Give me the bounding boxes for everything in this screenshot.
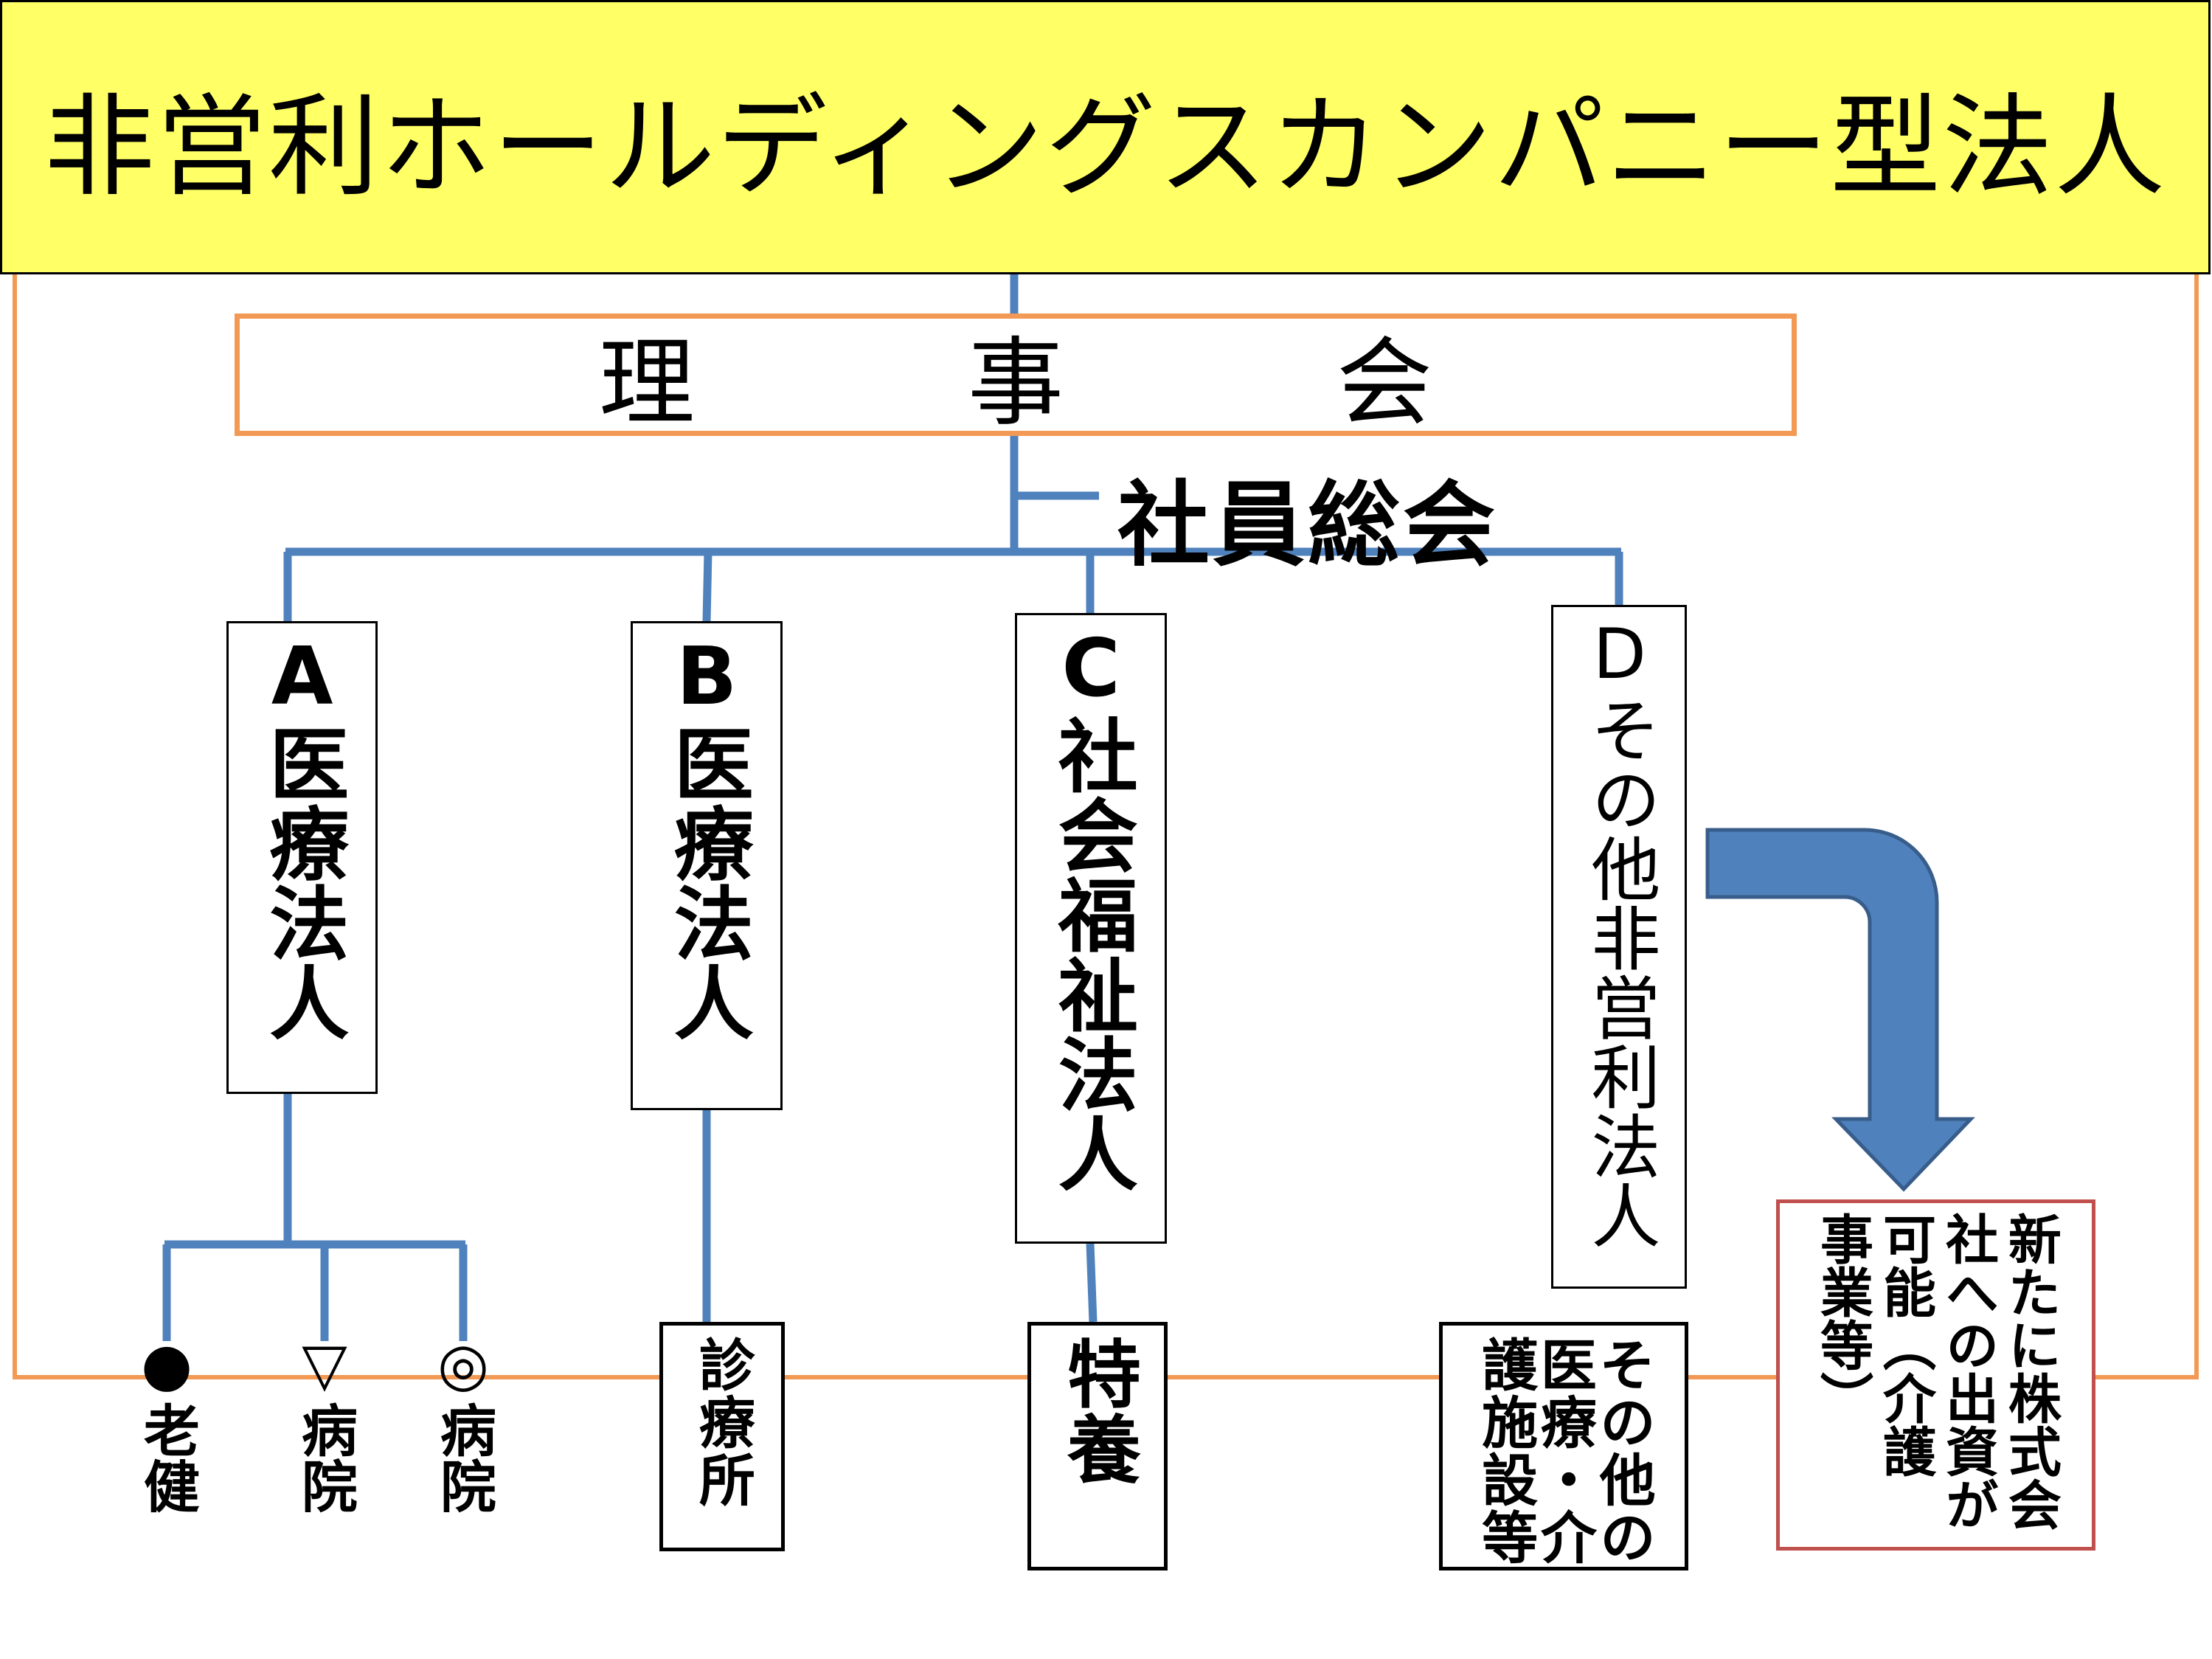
entity-a-label: A医療法人 [256,631,349,1042]
a-facility-roken-label: 老健 [134,1402,200,1514]
filled-circle-icon: ● [141,1330,193,1399]
double-circle-icon: ◎ [437,1330,489,1399]
page-title: 非営利ホールディングスカンパニー型法人 [44,83,2167,212]
entity-d-box: Dその他非営利法人 [1551,605,1687,1289]
bent-arrow-icon [1705,828,1975,1192]
board-label: 理 事 会 [598,327,1521,439]
d-other-facilities-box: その他の 医療・介 護施設等 [1439,1322,1688,1570]
entity-a-box: A医療法人 [226,621,378,1094]
b-clinic-box: 診療所 [659,1322,785,1551]
triangle-down-icon: ▽ [302,1330,347,1399]
connector-to-b [702,551,713,622]
d-other-facilities-label: その他の 医療・介 護施設等 [1472,1336,1656,1566]
connector-c-nursing [1086,1243,1098,1323]
new-company-note: 新たに株式会 社への出資が 可能（介護 事業等） [1811,1212,2062,1531]
entity-d-label: Dその他非営利法人 [1579,614,1660,1250]
a-facility-hospital-2-label: 病院 [430,1402,496,1514]
a-facility-roken: ● 老健 [126,1335,207,1514]
title-banner: 非営利ホールディングスカンパニー型法人 [0,0,2211,274]
a-facility-hospital-1-label: 病院 [291,1402,358,1514]
entity-c-box: C社会福祉法人 [1015,613,1167,1244]
board-box: 理 事 会 [235,314,1797,439]
entity-b-label: B医療法人 [660,631,753,1042]
c-nursing-box: 特養 [1027,1322,1168,1570]
new-company-note-box: 新たに株式会 社への出資が 可能（介護 事業等） [1776,1199,2095,1551]
a-facility-hospital-2: ◎ 病院 [423,1335,504,1514]
entity-c-label: C社会福祉法人 [1044,623,1137,1193]
general-assembly-label: 社員総会 [1117,472,1498,579]
entity-b-box: B医療法人 [631,621,783,1110]
a-facility-hospital-1: ▽ 病院 [284,1335,365,1514]
b-clinic-label: 診療所 [689,1336,755,1509]
c-nursing-label: 特養 [1054,1336,1141,1486]
